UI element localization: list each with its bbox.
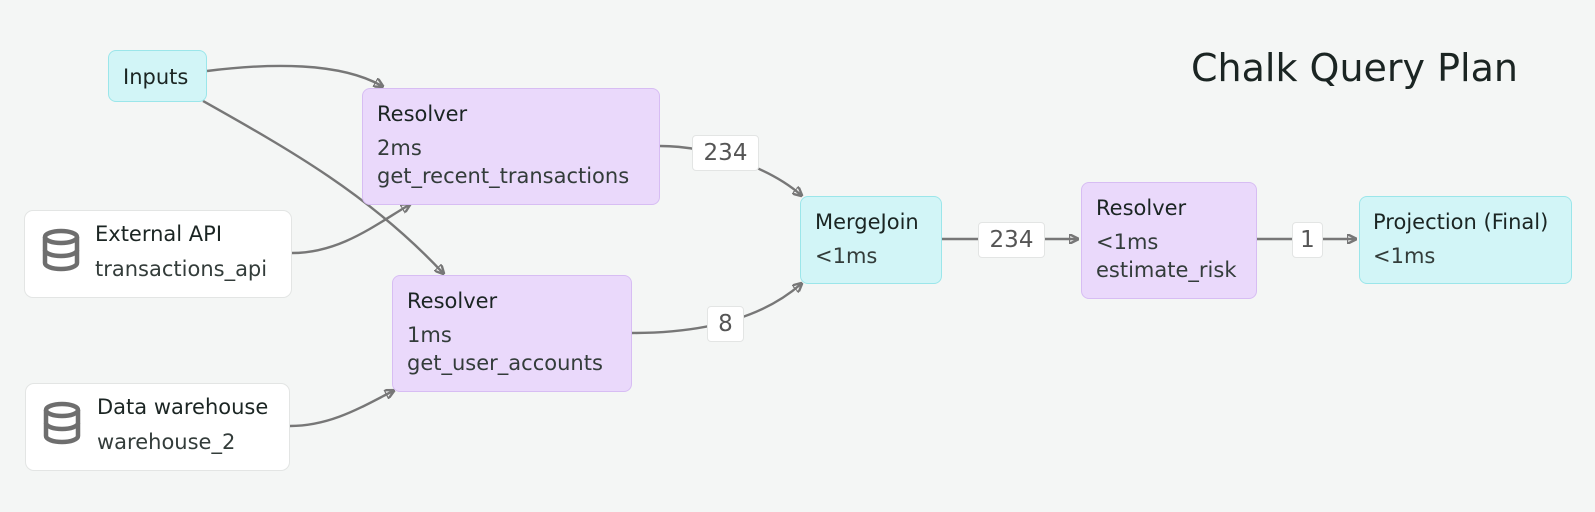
- edge-inputs-to-resolver-accounts: [202, 99, 443, 273]
- external-api-label: External API: [95, 222, 223, 246]
- resolver-accounts-label: Resolver: [407, 289, 498, 313]
- resolver-risk-detail: estimate_risk: [1096, 258, 1237, 282]
- inputs-label: Inputs: [123, 65, 189, 89]
- edge-label-risk-to-projection: 1: [1292, 222, 1323, 258]
- projection-time: <1ms: [1373, 244, 1436, 268]
- resolver-recent-transactions-node[interactable]: Resolver 2ms get_recent_transactions: [362, 88, 660, 205]
- resolver-recent-label: Resolver: [377, 102, 468, 126]
- data-warehouse-detail: warehouse_2: [97, 430, 236, 454]
- resolver-risk-time: <1ms: [1096, 230, 1159, 254]
- resolver-recent-detail: get_recent_transactions: [377, 164, 630, 188]
- data-warehouse-label: Data warehouse: [97, 395, 269, 419]
- projection-label: Projection (Final): [1373, 210, 1549, 234]
- resolver-risk-label: Resolver: [1096, 196, 1187, 220]
- merge-join-node[interactable]: MergeJoin <1ms: [800, 196, 942, 284]
- edge-warehouse-to-resolver-accounts: [289, 391, 393, 428]
- resolver-user-accounts-node[interactable]: Resolver 1ms get_user_accounts: [392, 275, 632, 392]
- edge-label-recent-to-merge: 234: [692, 135, 759, 171]
- resolver-accounts-time: 1ms: [407, 323, 452, 347]
- external-api-node[interactable]: External API transactions_api: [24, 210, 292, 298]
- resolver-recent-time: 2ms: [377, 136, 422, 160]
- merge-join-time: <1ms: [815, 244, 878, 268]
- database-icon: [42, 228, 80, 272]
- page-title: Chalk Query Plan: [1191, 46, 1518, 90]
- edge-label-merge-to-risk: 234: [978, 222, 1045, 258]
- inputs-node[interactable]: Inputs: [108, 50, 207, 102]
- edge-label-accounts-to-merge: 8: [707, 306, 744, 342]
- resolver-accounts-detail: get_user_accounts: [407, 351, 603, 375]
- resolver-estimate-risk-node[interactable]: Resolver <1ms estimate_risk: [1081, 182, 1257, 299]
- external-api-detail: transactions_api: [95, 257, 268, 281]
- merge-join-label: MergeJoin: [815, 210, 919, 234]
- projection-final-node[interactable]: Projection (Final) <1ms: [1359, 196, 1572, 284]
- data-warehouse-node[interactable]: Data warehouse warehouse_2: [25, 383, 290, 471]
- database-icon: [43, 401, 81, 445]
- edge-external-api-to-resolver-recent: [291, 205, 409, 255]
- edge-inputs-to-resolver-recent: [206, 64, 382, 86]
